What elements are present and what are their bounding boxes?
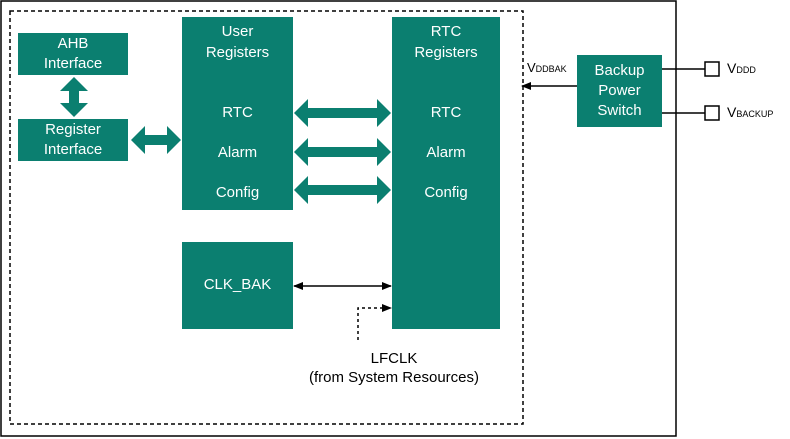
ahb-line2: Interface — [43, 55, 103, 72]
vddbak-label: VDDBAK — [527, 60, 567, 75]
clk-bak-block: CLK_BAK — [182, 242, 293, 329]
vbackup-pin — [704, 105, 720, 121]
lfclk-arrow — [357, 304, 392, 340]
ahb-line1: AHB — [57, 35, 89, 52]
vddd-label: VDDD — [727, 60, 756, 76]
backup-power-switch-block: Backup Power Switch — [577, 55, 662, 127]
clk-bak-label: CLK_BAK — [203, 276, 272, 293]
rtc-registers-line1: RTC — [430, 23, 462, 40]
rtc-config-label: Config — [424, 184, 468, 201]
lfclk-line2: (from System Resources) — [308, 369, 480, 386]
rtc-registers-line2: Registers — [414, 44, 478, 61]
outer-border — [0, 0, 677, 437]
config-arrow — [294, 176, 391, 204]
lfclk-line1: LFCLK — [370, 350, 418, 367]
vddbak-main: V — [527, 60, 536, 75]
register-interface-block: Register Interface — [18, 119, 128, 161]
vbackup-sub: BACKUP — [736, 109, 774, 119]
bps-line2: Power — [598, 82, 641, 99]
regif-user-arrow — [131, 126, 181, 154]
vddd-sub: DDD — [736, 65, 756, 75]
rtc-registers-block: RTC Registers RTC Alarm Config — [392, 17, 500, 329]
lfclk-label: LFCLK (from System Resources) — [300, 350, 488, 386]
vbackup-label: VBACKUP — [727, 104, 773, 120]
regif-line1: Register — [45, 121, 101, 138]
ahb-register-arrow — [60, 77, 88, 117]
user-registers-line2: Registers — [205, 44, 270, 61]
regif-line2: Interface — [43, 141, 103, 158]
user-rtc-label: RTC — [222, 104, 253, 121]
vddd-main: V — [727, 60, 737, 76]
rtc-domain-boundary — [9, 10, 524, 425]
bps-line3: Switch — [597, 102, 642, 119]
user-registers-line1: User — [221, 23, 254, 40]
bps-line1: Backup — [594, 62, 645, 79]
rtc-alarm-label: Alarm — [426, 144, 466, 161]
user-config-label: Config — [215, 184, 260, 201]
rtc-rtc-label: RTC — [430, 104, 462, 121]
alarm-arrow — [294, 138, 391, 166]
user-alarm-label: Alarm — [217, 144, 258, 161]
vddd-pin — [704, 61, 720, 77]
vbackup-main: V — [727, 104, 737, 120]
ahb-interface-block: AHB Interface — [18, 33, 128, 75]
user-registers-block: User Registers RTC Alarm Config — [182, 17, 293, 210]
rtc-arrow — [294, 99, 391, 127]
vddbak-sub: DDBAK — [535, 64, 567, 74]
